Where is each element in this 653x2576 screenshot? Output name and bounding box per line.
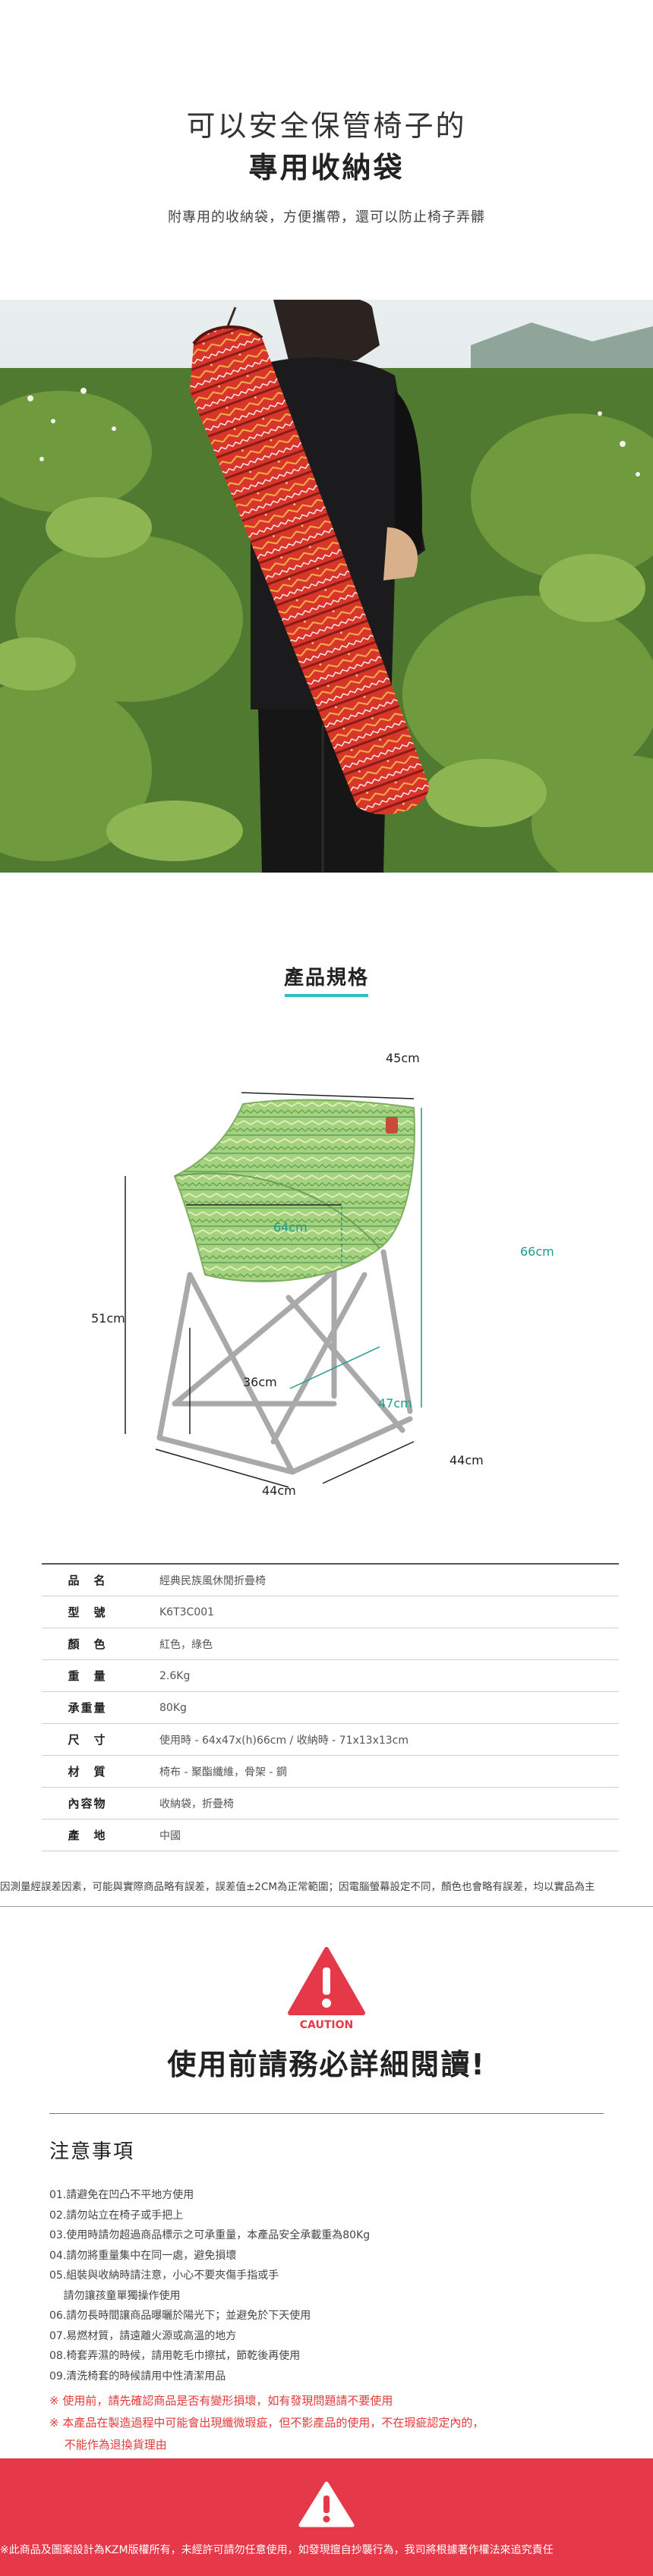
caution-title: 使用前請務必詳細閱讀! <box>167 2048 486 2081</box>
photo-illustration <box>0 300 653 873</box>
notes-title: 注意事項 <box>49 2140 135 2163</box>
note-item: 07.易燃材質，請遠離火源或高溫的地方 <box>49 2329 237 2342</box>
spec-key: 產 地 <box>42 1819 133 1851</box>
spec-row: 內容物收納袋，折疊椅 <box>42 1787 619 1820</box>
caution-divider <box>49 2113 604 2114</box>
spec-value: 紅色，綠色 <box>133 1628 619 1660</box>
warning-item: 不能作為退換貨理由 <box>49 2438 167 2452</box>
note-item: 請勿讓孩童單獨操作使用 <box>49 2289 181 2302</box>
spec-value: 經典民族風休閒折疊椅 <box>133 1563 619 1596</box>
spec-value: 中國 <box>133 1819 619 1851</box>
dim-seat-height: 36cm <box>243 1375 277 1389</box>
note-item: 03.使用時請勿超過商品標示之可承重量，本產品安全承載重為80Kg <box>49 2229 371 2241</box>
notes-list: 01.請避免在凹凸不平地方使用 02.請勿站立在椅子或手把上 03.使用時請勿超過商… <box>49 2185 626 2386</box>
spec-key: 承重量 <box>42 1691 133 1724</box>
footer-copyright-text: ※此商品及圖案設計為KZM版權所有，未經許可請勿任意使用，如發現擅自抄襲行為，我… <box>0 2544 554 2556</box>
warnings-list: ※ 使用前，請先確認商品是否有變形損壞，如有發現問題請不要使用 ※ 本產品在製造過… <box>49 2390 626 2456</box>
dim-side-depth: 44cm <box>450 1453 484 1467</box>
note-item: 08.椅套弄濕的時候，請用乾毛巾擦拭，節乾後再使用 <box>49 2350 301 2362</box>
spec-key: 型 號 <box>42 1596 133 1628</box>
section-divider <box>0 1906 653 1907</box>
note-item: 02.請勿站立在椅子或手把上 <box>49 2209 184 2222</box>
dim-top-width: 45cm <box>386 1051 420 1065</box>
spec-value: 使用時 - 64x47x(h)66cm / 收納時 - 71x13x13cm <box>133 1723 619 1756</box>
warning-item: ※ 本產品在製造過程中可能會出現纖微瑕疵，但不影產品的使用，不在瑕疵認定內的， <box>49 2416 484 2430</box>
dim-seat-width: 64cm <box>273 1220 308 1235</box>
spec-key: 尺 寸 <box>42 1723 133 1756</box>
intro-title-line1: 可以安全保管椅子的 <box>186 109 467 143</box>
spec-title-underline <box>285 994 368 997</box>
spec-key: 顏 色 <box>42 1628 133 1660</box>
spec-key: 內容物 <box>42 1787 133 1820</box>
spec-title: 產品規格 <box>283 967 369 989</box>
note-item: 09.清洗椅套的時候請用中性清潔用品 <box>49 2370 226 2383</box>
spec-key: 品 名 <box>42 1563 133 1596</box>
warning-item: ※ 使用前，請先確認商品是否有變形損壞，如有發現問題請不要使用 <box>49 2394 393 2408</box>
dim-back-height: 66cm <box>520 1244 554 1259</box>
spec-value: 80Kg <box>133 1691 619 1724</box>
note-item: 05.組裝與收納時請注意，小心不要夾傷手指或手 <box>49 2269 279 2282</box>
spec-key: 重 量 <box>42 1659 133 1692</box>
caution-warning-icon: CAUTION <box>287 1946 366 2033</box>
spec-row: 產 地中國 <box>42 1819 619 1851</box>
spec-row: 品 名經典民族風休閒折疊椅 <box>42 1563 619 1596</box>
spec-value: 2.6Kg <box>133 1659 619 1692</box>
chair-dimension-diagram: 45cm 66cm 64cm 51cm 36cm 47cm 44cm 44cm <box>91 1047 554 1518</box>
spec-value: K6T3C001 <box>133 1596 619 1628</box>
note-item: 04.請勿將重量集中在同一處，避免損壞 <box>49 2249 237 2262</box>
dim-front-width: 44cm <box>262 1483 296 1498</box>
spec-key: 材 質 <box>42 1755 133 1788</box>
footer-warning-icon <box>298 2481 355 2528</box>
dim-left-height: 51cm <box>91 1311 125 1326</box>
intro-title-line2: 專用收納袋 <box>248 151 405 184</box>
spec-value: 收納袋，折疊椅 <box>133 1787 619 1820</box>
note-item: 01.請避免在凹凸不平地方使用 <box>49 2189 194 2201</box>
spec-row: 尺 寸使用時 - 64x47x(h)66cm / 收納時 - 71x13x13c… <box>42 1723 619 1756</box>
intro-subtitle: 附專用的收納袋，方便攜帶，還可以防止椅子弄髒 <box>168 209 485 225</box>
dim-depth-inner: 47cm <box>378 1396 412 1411</box>
spec-value: 椅布 - 聚酯纖維，骨架 - 鋼 <box>133 1755 619 1788</box>
caution-icon-label: CAUTION <box>299 2019 354 2031</box>
measurement-disclaimer: 因測量經誤差因素，可能與實際商品略有誤差，誤差值±2CM為正常範圍；因電腦螢幕設… <box>0 1881 595 1893</box>
spec-row: 顏 色紅色，綠色 <box>42 1628 619 1660</box>
product-photo <box>0 300 653 873</box>
spec-row: 材 質椅布 - 聚酯纖維，骨架 - 鋼 <box>42 1755 619 1788</box>
note-item: 06.請勿長時間讓商品曝曬於陽光下；並避免於下天使用 <box>49 2310 311 2322</box>
